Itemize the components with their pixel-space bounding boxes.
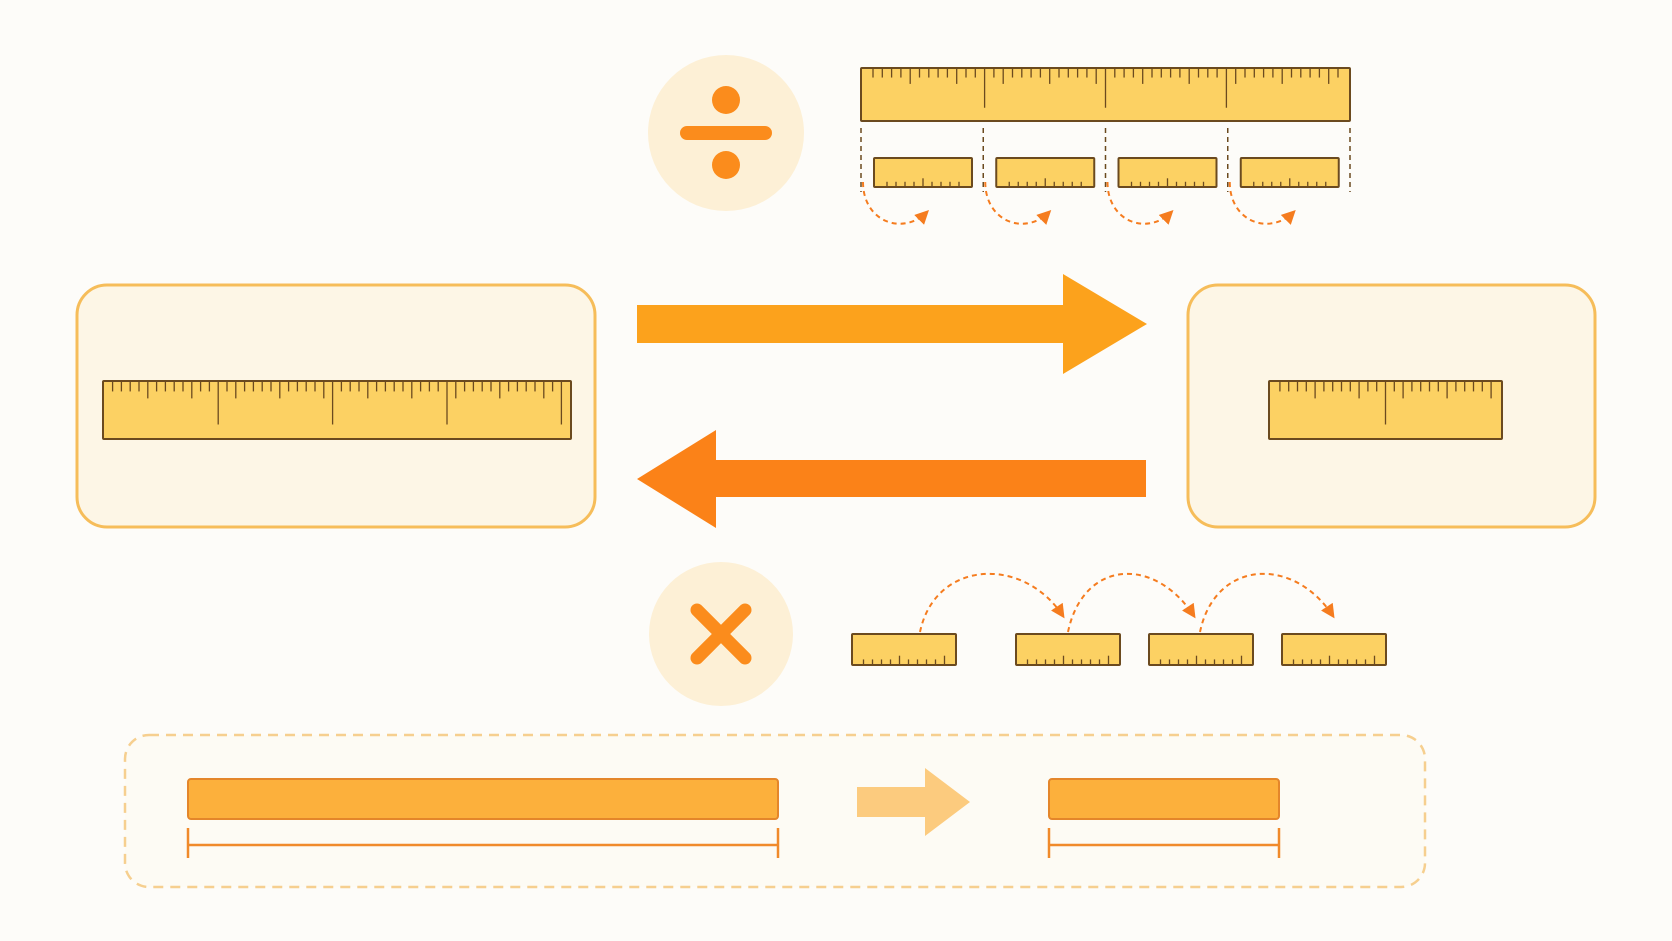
multiplication-illustration <box>851 572 1387 666</box>
division-piece <box>873 157 973 188</box>
whole-ruler-body <box>860 67 1351 122</box>
division-arrow <box>862 181 929 225</box>
arrow-left-icon <box>637 430 1146 528</box>
division-arrow <box>1106 181 1174 225</box>
multiplication-pieces <box>851 633 1387 666</box>
division-dividers <box>860 128 1351 192</box>
small-unit-panel <box>1186 283 1597 529</box>
long-ruler <box>102 380 572 440</box>
multiplication-arrow <box>1199 572 1335 633</box>
division-arrow <box>1228 181 1296 225</box>
multiplication-arrows <box>919 572 1335 633</box>
division-arrow <box>984 181 1052 225</box>
division-arrows <box>862 181 1296 225</box>
multiplication-arrow <box>1067 572 1196 633</box>
short-ruler-body <box>1268 380 1503 440</box>
arrow-right-icon <box>857 768 970 836</box>
comparison-legend <box>123 733 1427 889</box>
arrow-right-icon <box>637 274 1147 374</box>
short-ruler <box>1268 380 1503 440</box>
multiplication-piece <box>1015 633 1121 666</box>
multiply-icon <box>649 562 793 706</box>
divide-icon <box>648 55 804 211</box>
short-length-bar <box>1048 778 1280 820</box>
short-length-bracket <box>1047 828 1281 858</box>
division-piece <box>1239 157 1340 188</box>
whole-ruler <box>860 67 1351 122</box>
division-pieces <box>873 157 1340 188</box>
long-length-bracket <box>186 828 780 858</box>
multiplication-arrow <box>919 572 1065 633</box>
division-piece <box>995 157 1096 188</box>
large-unit-panel <box>75 283 597 529</box>
multiplication-piece <box>851 633 957 666</box>
division-piece <box>1117 157 1218 188</box>
multiplication-piece <box>1148 633 1254 666</box>
long-length-bar <box>187 778 779 820</box>
long-ruler-body <box>102 380 572 440</box>
multiplication-piece <box>1281 633 1387 666</box>
division-illustration <box>860 67 1351 225</box>
